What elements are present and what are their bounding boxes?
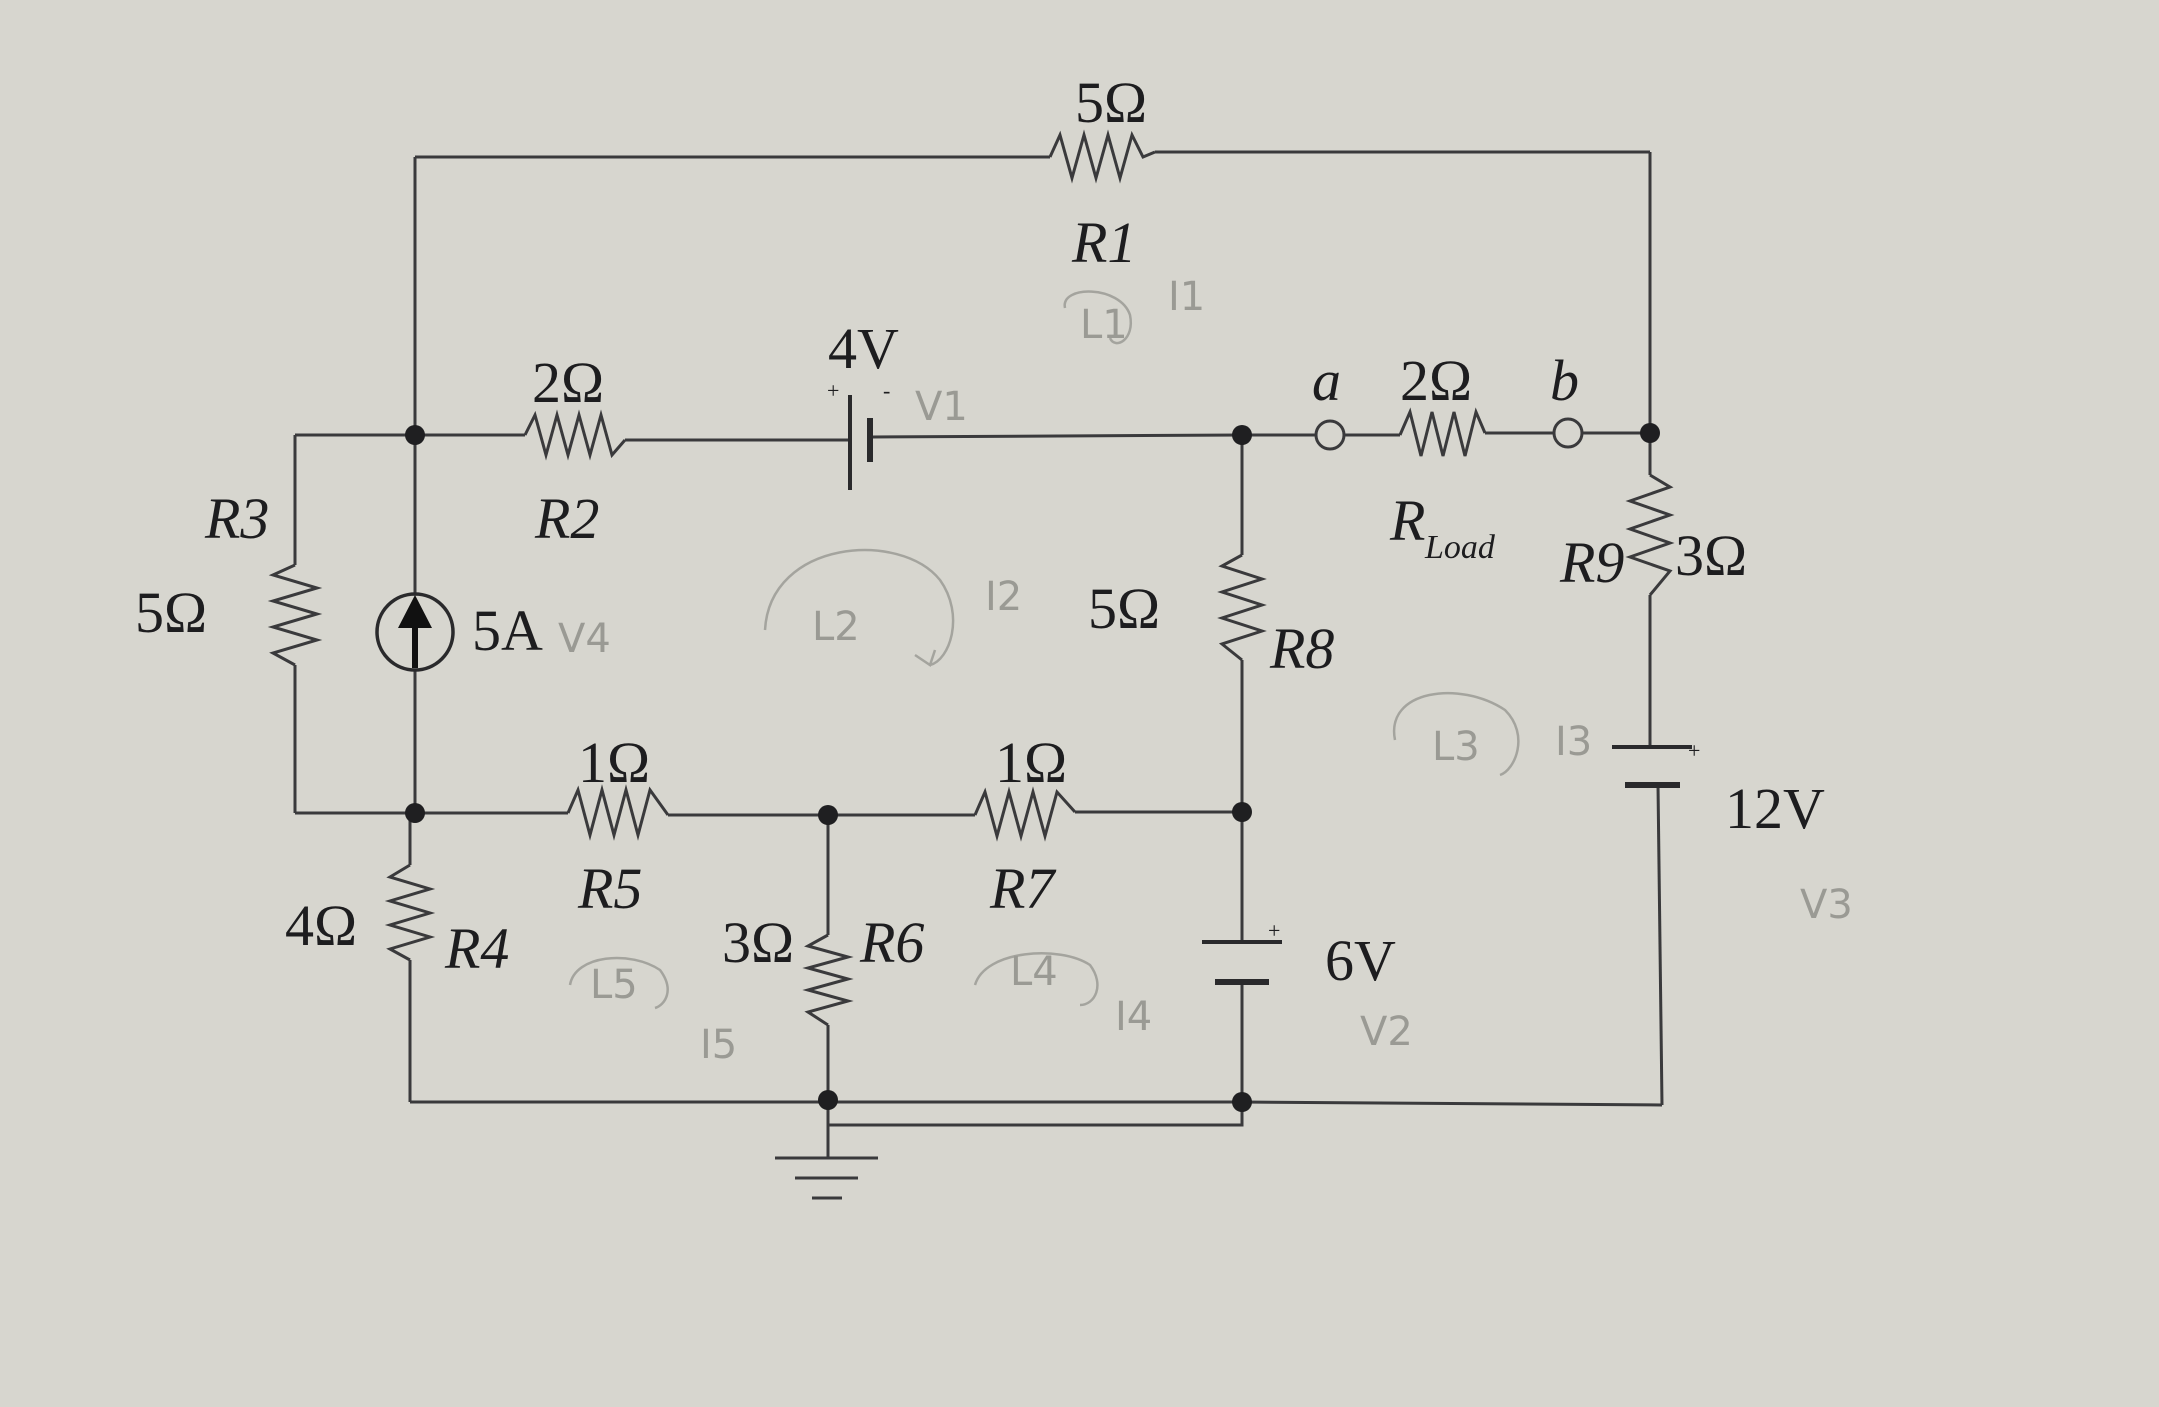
- r6-value: 3Ω: [722, 910, 794, 975]
- r3-value: 5Ω: [135, 580, 207, 645]
- node-h: [1232, 1092, 1252, 1112]
- wires: [293, 150, 1664, 1200]
- current-source-5a: [375, 592, 455, 672]
- node-c: [1232, 425, 1252, 445]
- loop-l2-arrow: [763, 548, 955, 667]
- terminal-b: [1552, 417, 1584, 449]
- current-i1-label: I1: [1168, 274, 1205, 320]
- resistor-r1: [1048, 129, 1156, 184]
- resistors: [267, 129, 1675, 1027]
- voltage-v1-label: V1: [915, 384, 968, 430]
- current-i2-label: I2: [985, 574, 1022, 620]
- resistor-rload: [1398, 407, 1487, 457]
- r3-name: R3: [204, 486, 269, 551]
- battery-4v-label: 4V: [828, 316, 899, 381]
- junction-nodes: [405, 423, 1660, 1112]
- plus-sign-6v: +: [1268, 918, 1280, 943]
- battery-6v: [1202, 940, 1282, 985]
- current-i4-label: I4: [1115, 994, 1152, 1040]
- loop-l5-label: L5: [590, 962, 638, 1008]
- r9-value: 3Ω: [1675, 523, 1747, 588]
- resistor-r9: [1625, 473, 1675, 596]
- r4-value: 4Ω: [285, 893, 357, 958]
- r7-name: R7: [989, 856, 1056, 921]
- current-i5-label: I5: [700, 1022, 737, 1068]
- rload-subscript: Load: [1424, 529, 1496, 566]
- node-f: [1232, 802, 1252, 822]
- resistor-r2: [523, 409, 627, 461]
- r8-name: R8: [1269, 616, 1334, 681]
- loop-l3-label: L3: [1432, 724, 1480, 770]
- loop-l3-arrow: [1392, 691, 1520, 777]
- resistor-r3: [267, 563, 323, 667]
- r8-value: 5Ω: [1088, 576, 1160, 641]
- loop-l1-label: L1: [1080, 302, 1128, 348]
- r2-value: 2Ω: [532, 350, 604, 415]
- voltage-v3-label: V3: [1800, 882, 1853, 928]
- r4-name: R4: [444, 916, 509, 981]
- r9-name: R9: [1559, 530, 1624, 595]
- battery-6v-label: 6V: [1325, 928, 1396, 993]
- battery-4v: [848, 395, 873, 490]
- loop-l1-arrow: [1063, 290, 1133, 345]
- loop-l4-label: L4: [1010, 949, 1058, 995]
- node-d: [1640, 423, 1660, 443]
- resistor-r5: [566, 784, 670, 841]
- resistor-r6: [802, 933, 854, 1027]
- loop-l4-arrow: [973, 952, 1099, 1007]
- node-g: [818, 1090, 838, 1110]
- voltage-v2-label: V2: [1360, 1009, 1413, 1055]
- plus-sign-12v: +: [1688, 738, 1700, 763]
- rload-value: 2Ω: [1400, 348, 1472, 413]
- terminal-a-label: a: [1312, 348, 1341, 413]
- resistor-r7: [973, 786, 1077, 842]
- node-a: [405, 425, 425, 445]
- loop-l5-arrow: [568, 956, 669, 1010]
- r2-name: R2: [534, 486, 599, 551]
- r5-value: 1Ω: [578, 730, 650, 795]
- battery-12v: [1612, 745, 1692, 788]
- r1-value: 5Ω: [1075, 70, 1147, 135]
- resistor-r4: [384, 863, 436, 962]
- r7-value: 1Ω: [995, 730, 1067, 795]
- node-b: [405, 803, 425, 823]
- r5-name: R5: [577, 856, 642, 921]
- r1-name: R1: [1071, 210, 1136, 275]
- terminal-a: [1314, 419, 1346, 451]
- pencil-annotations: L1 I1 V1 L2 I2 V4 L3 I3 V3 L4 I4 V2 L5 I…: [558, 274, 1853, 1068]
- plus-sign-4v: +: [827, 378, 839, 403]
- r6-name: R6: [859, 910, 924, 975]
- node-e: [818, 805, 838, 825]
- battery-12v-label: 12V: [1725, 776, 1825, 841]
- resistor-r8: [1217, 553, 1267, 662]
- current-i3-label: I3: [1555, 719, 1592, 765]
- minus-sign-4v: -: [883, 378, 890, 403]
- rload-name: R: [1389, 488, 1425, 553]
- current-source-label: 5A: [472, 598, 543, 663]
- voltage-v4-label: V4: [558, 616, 611, 662]
- loop-l2-label: L2: [812, 604, 860, 650]
- terminal-b-label: b: [1550, 348, 1579, 413]
